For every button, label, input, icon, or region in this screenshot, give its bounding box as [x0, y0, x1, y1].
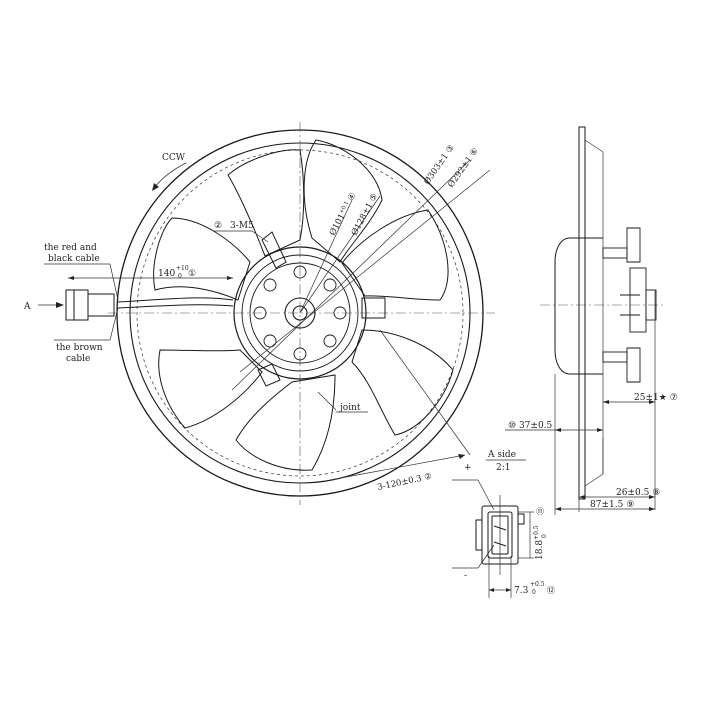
- connector-detail: A side 2:1 + - 18.8+0.5 0 ⑪: [452, 450, 555, 598]
- red-black-cable-label-line1: the red and: [44, 243, 97, 253]
- fan-blade: [158, 349, 263, 429]
- dim-37-label: ⑩ 37±0.5: [508, 421, 553, 431]
- brown-cable-label-line1: the brown: [56, 343, 103, 353]
- dim-87-label: 87±1.5 ⑨: [590, 500, 634, 510]
- plus-terminal-label: +: [464, 463, 472, 473]
- shaft: [292, 305, 308, 321]
- hub-holes: [253, 265, 347, 361]
- bracket-arm-right: [361, 297, 386, 319]
- dim-25-label: 25±1★ ⑦: [634, 393, 678, 403]
- side-view: 25±1★ ⑦ ⑩ 37±0.5 26±0.5 ⑧ 87±1.5 ⑨: [505, 126, 678, 515]
- scale-label: 2:1: [496, 463, 510, 473]
- dim-7-3: 7.3 +0.5 0 ⑫: [489, 581, 555, 596]
- fan-blade: [341, 209, 449, 301]
- view-direction-arrow-icon: [56, 302, 64, 308]
- svg-text:①: ①: [188, 269, 196, 279]
- dim-140: 140 +10 0 ①: [68, 265, 233, 280]
- screws-callout: ② 3-M5: [214, 221, 269, 243]
- rotation-direction-label: CCW: [162, 153, 186, 163]
- cable-connector: [65, 289, 234, 321]
- a-side-title: A side: [487, 450, 516, 460]
- dim-26: 26±0.5 ⑧: [578, 410, 660, 512]
- motor-bracket: [257, 231, 386, 387]
- svg-text:⑪: ⑪: [536, 507, 544, 516]
- dim-37: ⑩ 37±0.5: [505, 374, 604, 474]
- cable-connector-plug: [65, 289, 89, 321]
- bracket-arm-top: [261, 231, 287, 269]
- svg-text:⑫: ⑫: [547, 586, 555, 595]
- dim-140-label: 140: [158, 269, 175, 279]
- minus-terminal-label: -: [464, 571, 467, 581]
- fan-blade: [351, 329, 454, 436]
- bracket-arm-bottom: [257, 363, 281, 387]
- fan-blade: [303, 139, 383, 263]
- hub-ring: [241, 254, 359, 372]
- side-bracket: [602, 227, 657, 383]
- brown-cable-label-line2: cable: [66, 354, 90, 364]
- dim-26-label: 26±0.5 ⑧: [616, 488, 660, 498]
- dim-87: 87±1.5 ⑨: [554, 438, 655, 515]
- svg-text:+0.5: +0.5: [530, 581, 545, 588]
- svg-text:+10: +10: [176, 265, 189, 272]
- front-view: 140 +10 0 ① A the red and black cable th…: [23, 122, 495, 505]
- svg-text:0: 0: [178, 273, 182, 280]
- side-shroud-plate: [578, 126, 586, 500]
- view-arrow-a: A: [23, 302, 64, 312]
- joint-callout: joint: [317, 391, 368, 413]
- dim-18-8-label: 18.8+0.5: [533, 525, 545, 560]
- joint-label: joint: [339, 403, 361, 413]
- svg-text:②: ②: [214, 221, 222, 231]
- fan-blade: [227, 149, 305, 257]
- svg-text:0: 0: [541, 534, 548, 538]
- dim-18-8: 18.8+0.5 0 ⑪: [518, 507, 548, 560]
- hub-plate: [249, 262, 351, 364]
- dim-25: 25±1★ ⑦: [603, 290, 678, 410]
- fan-blade: [235, 374, 336, 471]
- screws-label: 3-M5: [230, 221, 254, 231]
- hub-outer: [233, 246, 367, 380]
- svg-text:0: 0: [532, 589, 536, 596]
- diameter-leaders: Ø303±1 ③ Ø292±1 ⑥ Ø101+0.1 ④ Ø128±1 ⑤: [231, 143, 491, 391]
- shaft-boss: [284, 297, 316, 329]
- red-black-cable-label-line2: black cable: [48, 254, 100, 264]
- fan-blade: [153, 217, 251, 301]
- svg-text:A: A: [23, 302, 31, 312]
- side-motor-body: [554, 237, 603, 375]
- fan-blades: [153, 139, 454, 471]
- dim-7-3-label: 7.3: [514, 586, 529, 596]
